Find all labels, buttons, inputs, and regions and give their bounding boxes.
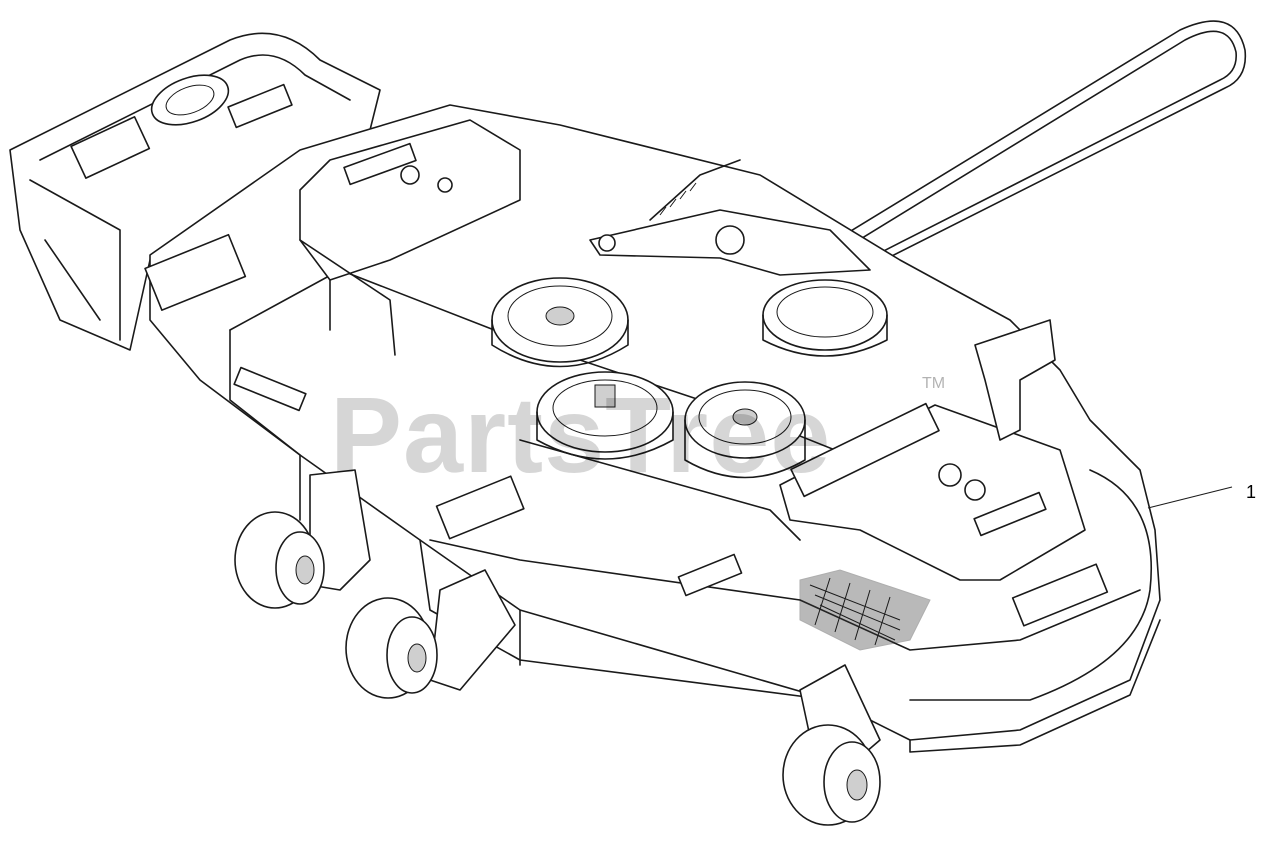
idler-pulley-center[interactable] — [536, 371, 674, 460]
gauge-wheel-right[interactable] — [782, 664, 881, 826]
callout-1[interactable]: 1 — [1147, 482, 1256, 509]
gauge-wheel-center[interactable] — [345, 569, 516, 699]
discharge-grate — [799, 569, 931, 651]
spindle-pulley-left[interactable] — [491, 277, 629, 368]
left-belt-shield — [9, 32, 381, 351]
watermark-text: PartsTree — [330, 374, 831, 495]
partstree-watermark: PartsTree TM — [330, 374, 945, 495]
right-deck-cover — [779, 402, 1086, 581]
gauge-wheel-left[interactable] — [234, 469, 371, 609]
callout-1-leader — [1147, 486, 1233, 509]
idler-arm-assembly — [589, 159, 871, 276]
drive-belt[interactable] — [799, 20, 1247, 271]
callout-1-label: 1 — [1246, 482, 1256, 502]
spindle-pulley-rear[interactable] — [762, 279, 888, 357]
spindle-pulley-right[interactable] — [684, 381, 806, 479]
watermark-trademark: TM — [922, 375, 945, 392]
belt-guard-cover — [299, 119, 521, 356]
warning-decals — [144, 233, 1109, 627]
deck-hanger-bracket — [974, 319, 1056, 441]
